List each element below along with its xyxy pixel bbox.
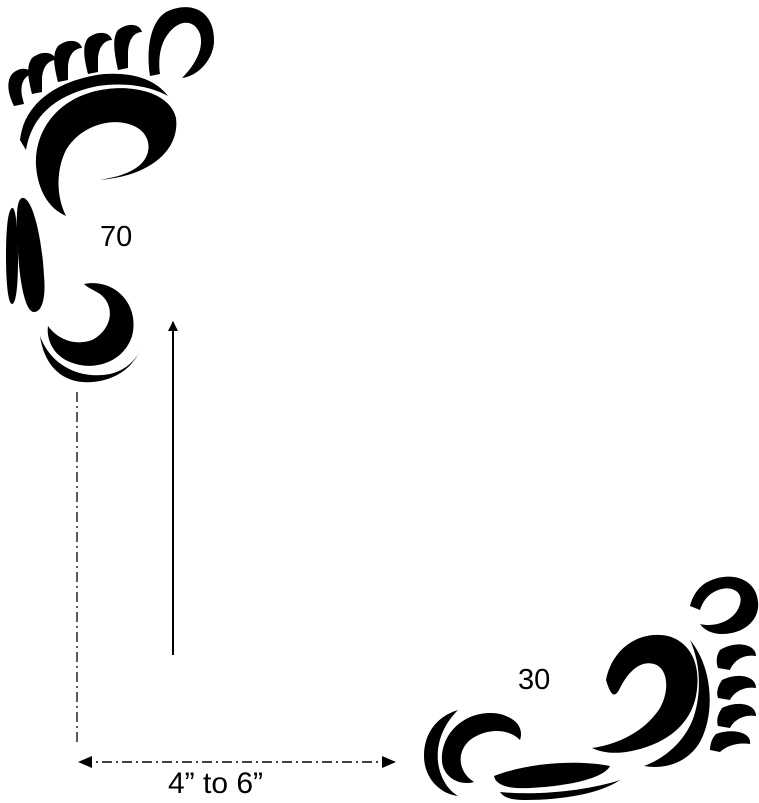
footprint-left-icon: [6, 7, 214, 382]
step-label-30: 30: [518, 664, 550, 696]
spacing-label: 4” to 6”: [168, 767, 263, 800]
dimension-arrowhead-right-icon: [382, 756, 396, 768]
footprint-right-icon: [424, 577, 758, 800]
dimension-arrowhead-left-icon: [78, 756, 92, 768]
step-label-70: 70: [100, 221, 132, 253]
